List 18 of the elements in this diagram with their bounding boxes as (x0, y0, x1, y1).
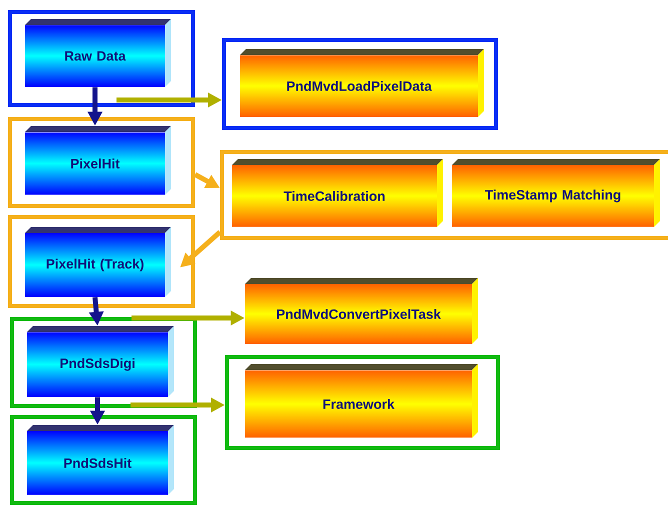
process-box: TimeCalibration (232, 159, 443, 227)
group-frame (8, 215, 195, 308)
process-box: PndSdsHit (27, 425, 174, 495)
process-box: Raw Data (25, 19, 171, 87)
process-box: PndMvdLoadPixelData (240, 49, 484, 117)
group-frame (222, 38, 498, 130)
group-frame (10, 415, 197, 505)
group-frame (8, 10, 195, 107)
group-frame (220, 150, 668, 240)
process-box: PndMvdConvertPixelTask (245, 278, 478, 344)
group-frame (10, 317, 197, 408)
process-box: Framework (245, 364, 478, 438)
process-box: PixelHit (Track) (25, 227, 171, 297)
group-frame (225, 355, 500, 450)
process-box: PixelHit (25, 126, 171, 195)
process-box: PndSdsDigi (27, 326, 174, 397)
process-box: TimeStamp Matching (452, 159, 660, 227)
group-frame (8, 117, 195, 208)
